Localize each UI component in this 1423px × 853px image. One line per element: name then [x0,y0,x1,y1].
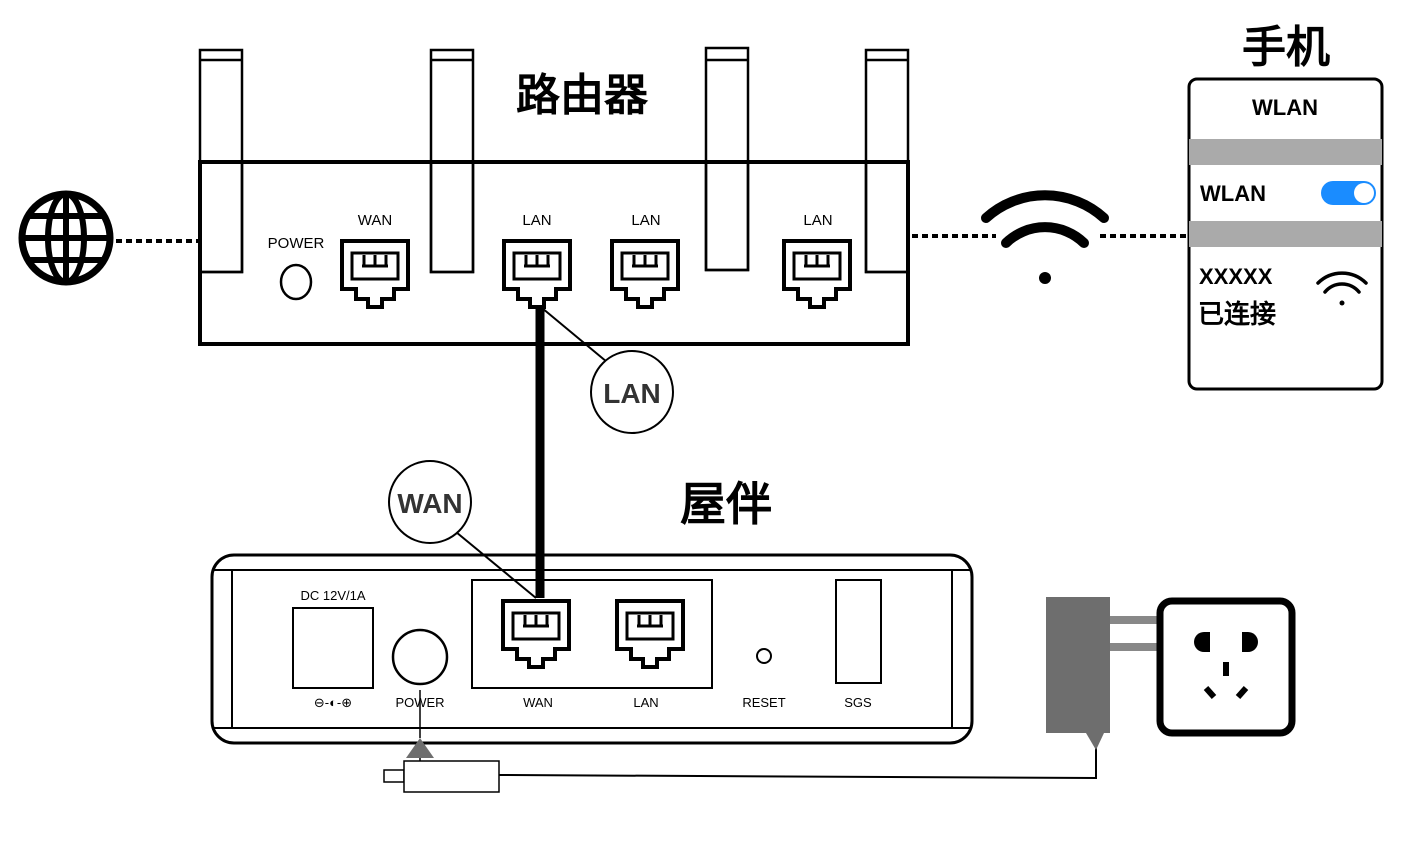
device: 屋伴 DC 12V/1A ⊖-◐-⊕ POWER WAN LAN RESET S… [210,477,974,745]
network-list-item[interactable]: XXXXX 已连接 [1198,264,1368,330]
wlan-toggle[interactable] [1321,181,1376,205]
network-status: 已连接 [1198,300,1276,330]
lan-callout-bubble: LAN [590,350,674,434]
internet-globe-icon [18,190,114,286]
router: 路由器 POWER WAN LAN [198,46,910,346]
power-cable [383,690,1097,793]
router-body [198,160,910,346]
device-power-button [391,628,449,686]
phone-title: 手机 [1242,22,1330,73]
router-port-label: LAN [803,212,832,229]
wan-callout-bubble: WAN [388,460,472,544]
power-adapter [1046,597,1158,750]
router-port-lan: LAN [610,212,680,309]
wall-outlet-icon [1156,597,1296,737]
wan-callout-label: WAN [397,488,462,519]
wifi-signal-icon [1316,271,1368,306]
router-port-label: WAN [358,212,392,229]
router-port-lan: LAN [502,212,572,309]
router-power-button [279,263,313,301]
network-name: XXXXX [1199,264,1273,289]
device-port-lan: LAN [615,599,685,710]
phone-divider-bar [1189,139,1382,165]
device-port-wan: WAN [501,599,571,710]
wlan-row-label: WLAN [1200,181,1266,206]
device-wan-label: WAN [523,695,553,710]
power-arrow-icon [406,738,434,758]
phone-header: WLAN [1252,95,1318,120]
dc-plug-tip [383,769,405,783]
adapter-prong [1110,643,1158,651]
dc-polarity-symbol: ⊖-◐-⊕ [314,695,352,710]
antenna [704,46,750,272]
dc-input-label: DC 12V/1A [300,588,365,603]
router-port-label: LAN [631,212,660,229]
phone-divider-bar [1189,221,1382,247]
router-port-label: LAN [522,212,551,229]
sgs-label: SGS [844,695,872,710]
phone: 手机 WLAN WLAN XXXXX 已连接 [1187,22,1384,391]
dc-input-jack [292,607,374,689]
device-body-inner [231,569,953,729]
router-power-label: POWER [268,235,325,252]
device-body-outer [210,553,974,745]
router-title: 路由器 [516,70,649,121]
router-port-lan: LAN [782,212,852,309]
device-lan-label: LAN [633,695,658,710]
reset-label: RESET [742,695,785,710]
sgs-slot [835,579,882,684]
reset-button [756,648,772,664]
wifi-icon [981,190,1109,284]
router-port-wan: WAN [340,212,410,309]
device-title: 屋伴 [680,477,772,531]
adapter-prong [1110,616,1158,624]
lan-callout-line [541,307,608,363]
lan-callout-label: LAN [603,378,661,409]
dc-plug-body [403,760,500,793]
wan-callout-line [455,531,537,599]
device-port-group [471,579,713,689]
